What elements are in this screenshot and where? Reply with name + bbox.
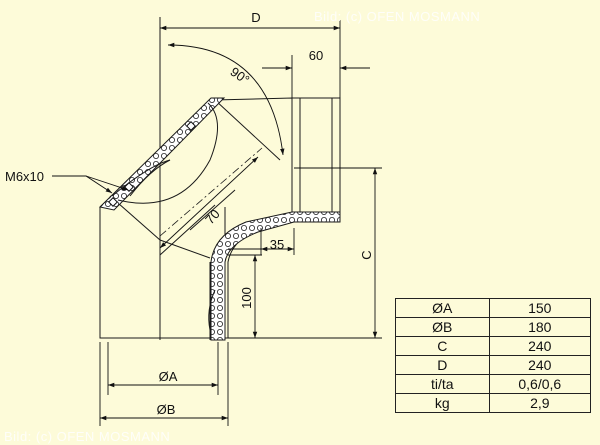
dim-d-label: D [251,10,260,25]
dim-60-label: 60 [309,48,323,63]
dim-phi-b-label: ØB [157,402,176,417]
value-cell: 0,6/0,6 [488,374,592,394]
dim-angle-label: 90° [228,64,253,88]
param-cell: kg [395,393,490,413]
value-cell: 2,9 [488,393,592,413]
dim-c-label: C [359,250,374,259]
param-cell: D [395,355,490,375]
param-cell: ti/ta [395,374,490,394]
watermark-top: Bild: (c) OFEN MOSMANN [314,9,481,24]
value-cell: 240 [488,355,592,375]
dim-35-label: 35 [270,237,284,252]
value-cell: 180 [488,317,592,337]
dim-bolt-label: M6x10 [5,169,44,184]
dimension-lines [52,20,382,426]
param-cell: C [395,336,490,356]
dim-100-label: 100 [239,287,254,309]
param-cell: ØA [395,298,490,318]
value-cell: 150 [488,298,592,318]
dim-phi-a-label: ØA [159,369,178,384]
watermark-bottom: Bild: (c) OFEN MOSMANN [4,429,171,444]
value-cell: 240 [488,336,592,356]
param-cell: ØB [395,317,490,337]
